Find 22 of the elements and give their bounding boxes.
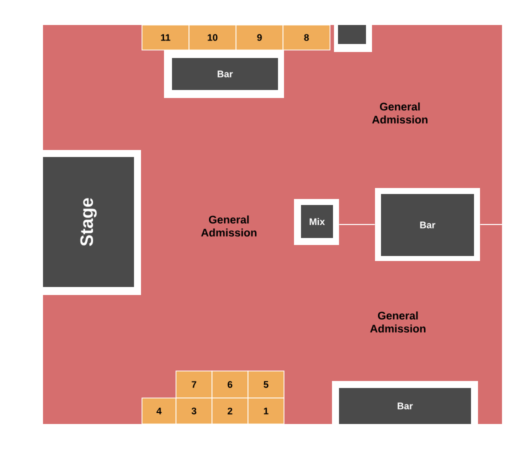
- connector-line: [480, 224, 502, 225]
- area-label: General Admission: [370, 311, 426, 333]
- table-box: 9: [236, 24, 284, 50]
- connector-line: [338, 224, 376, 225]
- stage-box: Stage: [43, 150, 141, 295]
- table-box: 7: [176, 370, 212, 398]
- blank-box: [334, 25, 372, 52]
- table-box: 3: [176, 398, 212, 424]
- bar-box: Bar: [332, 381, 478, 424]
- bar-box: Bar: [164, 50, 284, 98]
- table-box: 1: [248, 398, 284, 424]
- table-box: 4: [142, 398, 176, 424]
- table-box: 5: [248, 370, 284, 398]
- area-label: General Admission: [201, 215, 256, 237]
- mix-box: Mix: [294, 199, 339, 245]
- table-box: 11: [142, 24, 190, 50]
- table-box: 8: [282, 24, 330, 50]
- table-box: 2: [212, 398, 248, 424]
- bar-box: Bar: [375, 188, 480, 261]
- table-box: 6: [212, 370, 248, 398]
- table-box: 10: [188, 24, 236, 50]
- area-label: General Admission: [372, 102, 428, 124]
